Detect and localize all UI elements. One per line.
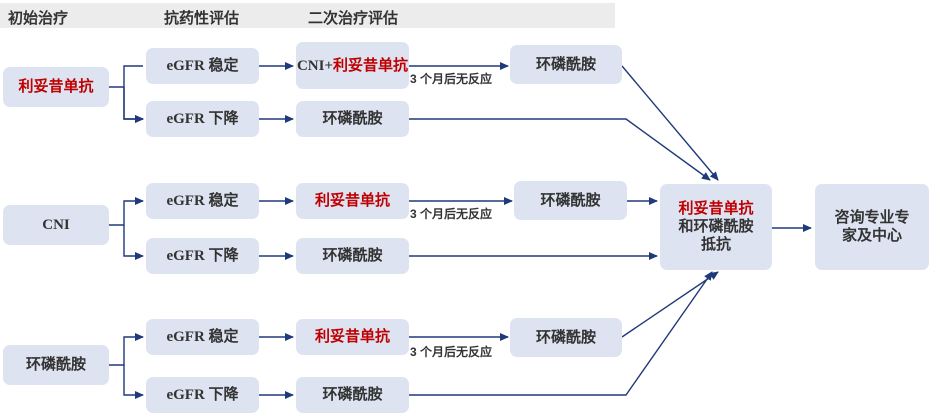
row3-egfr-decline-box: eGFR 下降	[146, 377, 259, 413]
row2-cyclophosphamide-box: 环磷酰胺	[514, 181, 627, 220]
arrow-row1-decline-to-resistant	[409, 118, 711, 181]
row3-rituximab-box: 利妥昔单抗	[296, 319, 409, 355]
row3-decline-cyclophosphamide-box: 环磷酰胺	[296, 377, 409, 413]
row3-cyclophosphamide-box: 环磷酰胺	[510, 318, 622, 357]
resistant-line2: 和环磷酰胺	[678, 218, 754, 235]
row2-egfr-stable-box: eGFR 稳定	[146, 183, 259, 219]
row1-nonresponse-label: 3 个月后无反应	[410, 72, 493, 86]
resistant-line1: 利妥昔单抗	[678, 200, 754, 217]
branch-connector-row1	[109, 65, 143, 119]
row1-decline-cyclophosphamide-box: 环磷酰胺	[296, 101, 409, 137]
branch-connector-row2	[109, 197, 144, 226]
row1-cyclophosphamide-box: 环磷酰胺	[510, 45, 622, 84]
consult-line1: 咨询专业专	[834, 209, 910, 226]
row2-egfr-decline-box: eGFR 下降	[146, 238, 259, 274]
row1-cni-rituximab-box: CNI+利妥昔单抗	[296, 42, 409, 89]
row2-nonresponse-label: 3 个月后无反应	[410, 207, 493, 221]
arrow-row3-to-resistant	[621, 271, 719, 338]
branch-connector-row3-lower	[123, 365, 144, 399]
initial-rituximab-box: 利妥昔单抗	[3, 67, 109, 107]
header-second-treatment: 二次治疗评估	[308, 10, 399, 27]
arrow-row1-to-resistant	[621, 65, 719, 181]
resistant-line3: 抵抗	[700, 236, 731, 253]
header-initial-treatment: 初始治疗	[8, 10, 69, 27]
header-resistance-assessment: 抗药性评估	[164, 10, 240, 27]
consult-line2: 家及中心	[841, 227, 902, 244]
row2-rituximab-box: 利妥昔单抗	[296, 183, 409, 219]
consult-expert-box: 咨询专业专 家及中心	[815, 184, 929, 270]
initial-cyclophosphamide-box: 环磷酰胺	[3, 345, 109, 385]
cni-prefix: CNI+	[296, 57, 334, 74]
row3-egfr-stable-box: eGFR 稳定	[146, 319, 259, 355]
branch-connector-row3	[109, 333, 144, 366]
initial-cni-box: CNI	[3, 205, 109, 245]
resistant-box: 利妥昔单抗 和环磷酰胺 抵抗	[660, 184, 772, 270]
rituximab-text: 利妥昔单抗	[333, 56, 409, 74]
row1-egfr-decline-box: eGFR 下降	[146, 101, 259, 137]
branch-connector-row2-lower	[123, 225, 144, 260]
row3-nonresponse-label: 3 个月后无反应	[410, 345, 493, 359]
row1-egfr-stable-box: eGFR 稳定	[146, 48, 259, 84]
header-band	[0, 3, 615, 28]
row2-decline-cyclophosphamide-box: 环磷酰胺	[296, 238, 409, 274]
branch-connector-row1-lower	[123, 87, 144, 123]
arrow-row3-decline-to-resistant	[409, 271, 713, 396]
